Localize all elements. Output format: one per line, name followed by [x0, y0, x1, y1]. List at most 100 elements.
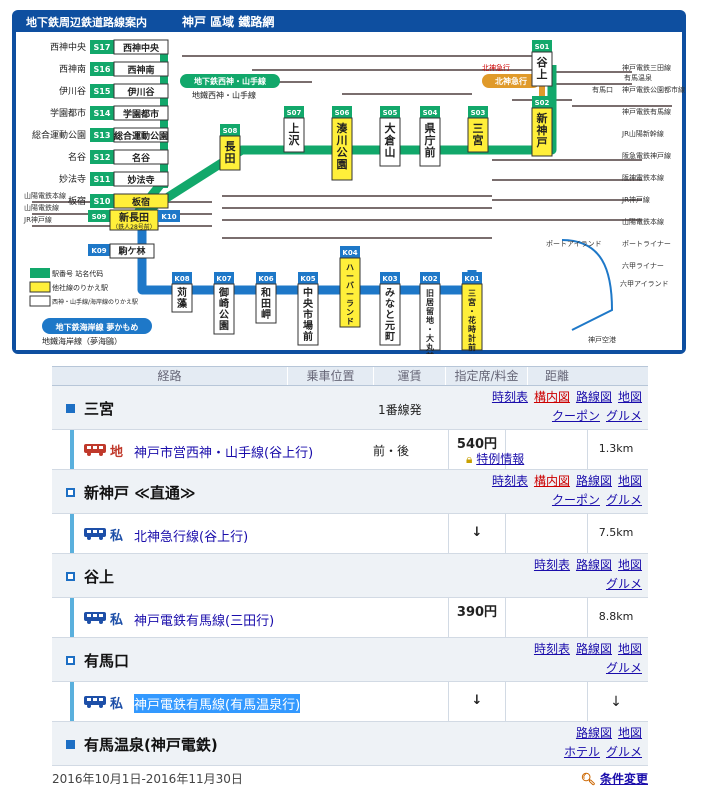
station-code: K08	[174, 275, 189, 283]
station-name-box	[213, 283, 235, 335]
station-link[interactable]: 構内図	[533, 474, 570, 488]
train-icon	[84, 696, 106, 708]
station-marker-icon	[66, 656, 75, 665]
station-name: 公	[337, 146, 348, 159]
station-code-box	[380, 272, 400, 284]
station-name: ラ	[346, 299, 354, 308]
station-name-box	[171, 283, 193, 313]
special-info-link[interactable]: 🔒︎ 特例情報	[466, 450, 524, 467]
line-name-link[interactable]: 神戸電鉄有馬線(有馬温泉行)	[134, 694, 301, 713]
station-name: ー	[346, 290, 354, 299]
station-code: S03	[471, 109, 486, 117]
route-header: 経路 乗車位置 運賃 指定席/料金 距離	[52, 366, 648, 386]
station-name: 長	[225, 140, 237, 153]
line-label: 六甲ライナー	[622, 261, 664, 270]
station-link[interactable]: グルメ	[605, 577, 642, 591]
station-link[interactable]: 地図	[617, 558, 642, 572]
station-name-box	[379, 117, 401, 167]
boarding-position: 前・後	[372, 444, 409, 458]
station-link[interactable]: 路線図	[575, 474, 612, 488]
place-label: 六甲アイランド	[620, 279, 669, 288]
station-link[interactable]: 地図	[617, 642, 642, 656]
station-name-box	[331, 117, 353, 181]
station-name-label: 総合運動公園	[32, 129, 86, 141]
station-links: 時刻表路線図地図グルメ	[528, 640, 642, 678]
fare-cell: 540円	[448, 430, 506, 469]
station-code: S14	[94, 109, 111, 118]
station-links: 時刻表構内図路線図地図クーポングルメ	[486, 472, 642, 510]
station-name: 和	[260, 286, 271, 299]
line-name-link[interactable]: 神戸市営西神・山手線(谷上行)	[134, 446, 314, 461]
station-link[interactable]: グルメ	[605, 661, 642, 675]
line-name-link[interactable]: 神戸電鉄有馬線(三田行)	[134, 614, 275, 629]
station-link[interactable]: 地図	[617, 474, 642, 488]
line-label: 神戸電鉄有馬線	[622, 107, 671, 116]
station-name: 央	[303, 297, 314, 310]
station-link[interactable]: 地図	[617, 726, 642, 740]
change-conditions-link[interactable]: 🔍︎ 条件変更	[580, 772, 648, 786]
station-link[interactable]: クーポン	[551, 409, 600, 423]
fare-cell: 390円	[448, 598, 506, 637]
footer: 2016年10月1日-2016年11月30日 🔍︎ 条件変更	[52, 770, 648, 787]
station-code-box	[88, 244, 110, 256]
station-name: 元	[385, 320, 395, 332]
station-name-label: 名谷	[68, 151, 86, 163]
reserved-cell	[506, 598, 588, 637]
station-name: 板宿	[132, 196, 150, 208]
line-label: 阪神電鉄本線	[622, 173, 664, 182]
hokushin-badge	[482, 74, 540, 88]
station-link[interactable]: 時刻表	[533, 642, 570, 656]
station-link[interactable]: グルメ	[605, 493, 642, 507]
station-name: 倉	[384, 133, 397, 147]
station-link[interactable]: ホテル	[563, 745, 600, 759]
station-name-label: 学園都市	[50, 107, 86, 119]
station-link[interactable]: 構内図	[533, 390, 570, 404]
station-link[interactable]: グルメ	[605, 745, 642, 759]
station-code-box	[532, 40, 552, 52]
station-link[interactable]: 路線図	[575, 726, 612, 740]
station-link[interactable]: グルメ	[605, 409, 642, 423]
station-name: 岬	[261, 308, 271, 321]
station-code: K01	[464, 275, 479, 283]
header-distance: 距離	[544, 369, 569, 383]
station-name: 前	[468, 342, 476, 352]
station-name: ・	[426, 325, 434, 334]
station-code: K09	[91, 247, 106, 255]
station-link[interactable]: 路線図	[575, 390, 612, 404]
station-link[interactable]: クーポン	[551, 493, 600, 507]
station-name: ド	[346, 317, 354, 326]
station-name: 山	[385, 145, 396, 159]
station-name-box	[297, 283, 319, 346]
station-row: 新神戸 ≪直通≫時刻表構内図路線図地図クーポングルメ	[52, 470, 648, 514]
station-name-box	[113, 149, 169, 165]
station-row: 有馬口時刻表路線図地図グルメ	[52, 638, 648, 682]
station-name-box	[113, 83, 169, 99]
route-connector	[70, 514, 74, 553]
station-name: 総合運動公園	[114, 130, 168, 142]
seishin-line-sub: 地鐵西神・山手線	[192, 90, 256, 100]
station-link[interactable]: 時刻表	[533, 558, 570, 572]
station-name-box	[255, 283, 277, 324]
port-liner-line	[561, 239, 614, 331]
station-link[interactable]: 路線図	[575, 642, 612, 656]
station-link[interactable]: 時刻表	[491, 390, 528, 404]
station-link[interactable]: 地図	[617, 390, 642, 404]
station-name-box	[467, 117, 489, 153]
legend-item: 西神・山手線/海岸線のりかえ駅	[52, 298, 138, 306]
station-code-box	[420, 272, 440, 284]
station-link[interactable]: 路線図	[575, 558, 612, 572]
header-route: 経路	[52, 367, 288, 385]
station-code-box	[380, 106, 400, 118]
station-row: 谷上時刻表路線図地図グルメ	[52, 554, 648, 598]
line-label: 山陽電鉄線	[24, 203, 59, 212]
station-link[interactable]: 時刻表	[491, 474, 528, 488]
station-code-box	[88, 210, 110, 222]
station-name-box	[531, 51, 553, 87]
station-row: 有馬温泉(神戸電鉄)路線図地図ホテルグルメ	[52, 722, 648, 766]
route-connector	[70, 682, 74, 721]
distance-value: 7.5km	[598, 526, 634, 539]
line-label: JR神戸線	[621, 195, 650, 204]
line-name-link[interactable]: 北神急行線(谷上行)	[134, 530, 249, 545]
station-name: 西神南	[127, 64, 154, 76]
fare-cell: ↓	[448, 514, 506, 553]
